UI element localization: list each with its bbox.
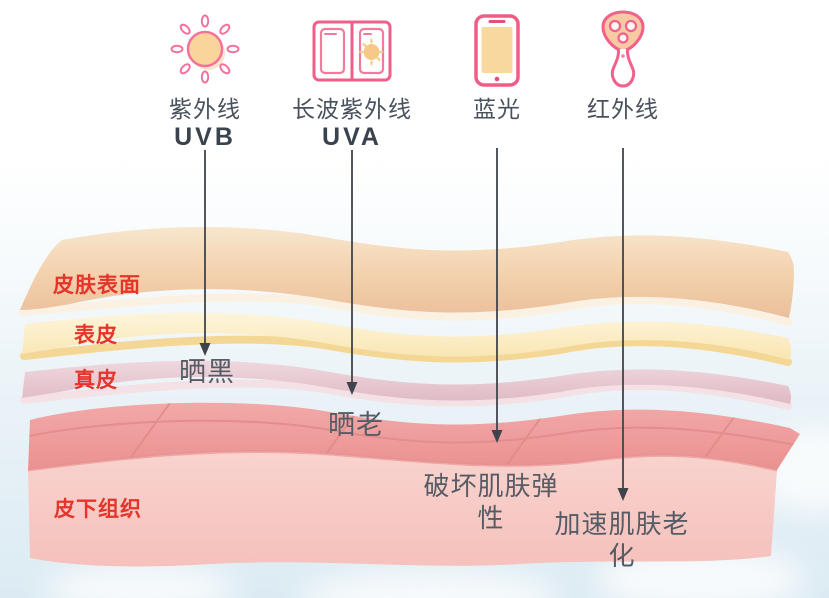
infrared-arrow: [617, 148, 629, 501]
effect-label-tanning: 晒黑: [179, 357, 235, 387]
light-name-blue: 蓝光: [473, 96, 521, 122]
layer-label-subcutis: 皮下组织: [54, 498, 142, 521]
subcutis-front-face: [28, 451, 777, 567]
subcutis-fold-shadow: [27, 449, 778, 472]
phone-icon: [474, 14, 520, 87]
epidermis-layer: [22, 312, 792, 360]
dermis-layer: [22, 360, 792, 404]
effect-label-photoaging: 晒老: [328, 410, 384, 440]
surface-layer: [20, 226, 794, 318]
uvb-arrow: [199, 150, 211, 356]
light-code-uvb: UVB: [174, 123, 236, 151]
epidermis-lip: [20, 335, 792, 366]
light-name-uvb: 紫外线: [169, 96, 241, 122]
uva-arrow: [346, 150, 358, 395]
effect-label-aging: 加速肌肤老化: [554, 509, 690, 571]
subcutis-top-face: [28, 402, 800, 470]
window-icon: [312, 20, 392, 82]
layer-label-dermis: 真皮: [74, 369, 118, 392]
dermis-lip: [20, 379, 792, 410]
light-name-uva: 长波紫外线: [292, 96, 412, 122]
surface-lip: [18, 293, 793, 326]
effect-label-elasticity: 破坏肌肤弹性: [423, 471, 559, 533]
beauty-device-icon: [601, 10, 645, 88]
sun-icon: [170, 14, 240, 84]
blue-light-arrow: [491, 148, 503, 443]
layer-label-skin-surface: 皮肤表面: [53, 274, 141, 297]
light-code-uva: UVA: [322, 123, 382, 151]
layer-label-epidermis: 表皮: [74, 324, 118, 347]
light-name-infrared: 红外线: [587, 96, 659, 122]
